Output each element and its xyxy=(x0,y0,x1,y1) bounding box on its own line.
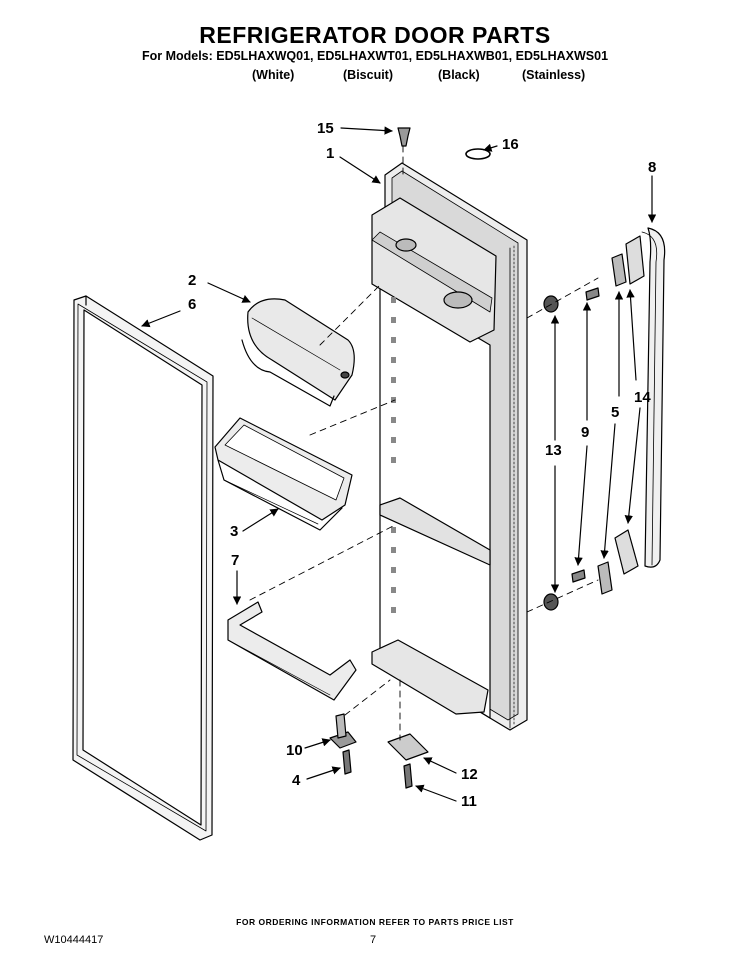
handle-screws xyxy=(571,287,600,583)
door-bin xyxy=(214,417,353,531)
bottom-hinge-screw xyxy=(342,749,352,775)
bottom-hinge-bushing xyxy=(329,713,357,749)
callout-16: 16 xyxy=(502,136,519,153)
callout-6: 6 xyxy=(188,296,197,313)
handle-mounting-brackets xyxy=(597,253,627,595)
dairy-door xyxy=(241,298,355,407)
callout-13: 13 xyxy=(545,442,562,459)
page-title: REFRIGERATOR DOOR PARTS xyxy=(199,22,551,48)
color-black: (Black) xyxy=(438,68,480,82)
color-white: (White) xyxy=(252,68,295,82)
page-number: 7 xyxy=(370,934,377,946)
callout-5: 5 xyxy=(611,404,620,421)
document-number: W10444417 xyxy=(44,934,104,946)
ordering-note: FOR ORDERING INFORMATION REFER TO PARTS … xyxy=(236,917,514,927)
handle-end-caps xyxy=(614,235,645,575)
callout-10: 10 xyxy=(286,742,303,759)
leader-arrows xyxy=(141,126,657,802)
callout-7: 7 xyxy=(231,552,240,569)
hinge-pin-top xyxy=(397,127,411,147)
door-gasket xyxy=(72,295,214,841)
door-liner xyxy=(371,162,528,731)
callout-15: 15 xyxy=(317,120,334,137)
bottom-bracket-screw xyxy=(403,763,413,789)
callout-2: 2 xyxy=(188,272,197,289)
callout-9: 9 xyxy=(581,424,590,441)
callout-12: 12 xyxy=(461,766,478,783)
callout-11: 11 xyxy=(461,793,477,810)
callout-14: 14 xyxy=(634,389,651,406)
callout-3: 3 xyxy=(230,523,239,540)
assembly-lines xyxy=(249,145,599,741)
callout-4: 4 xyxy=(292,772,301,789)
callout-1: 1 xyxy=(326,145,335,162)
lower-door-bin xyxy=(227,601,357,701)
color-stainless: (Stainless) xyxy=(522,68,586,82)
door-handle xyxy=(641,227,666,568)
models-line: For Models: ED5LHAXWQ01, ED5LHAXWT01, ED… xyxy=(141,49,609,63)
callout-8: 8 xyxy=(648,159,657,176)
hinge-seal-ring xyxy=(465,148,491,160)
color-biscuit: (Biscuit) xyxy=(343,68,393,82)
bottom-hinge-bracket xyxy=(387,733,429,761)
